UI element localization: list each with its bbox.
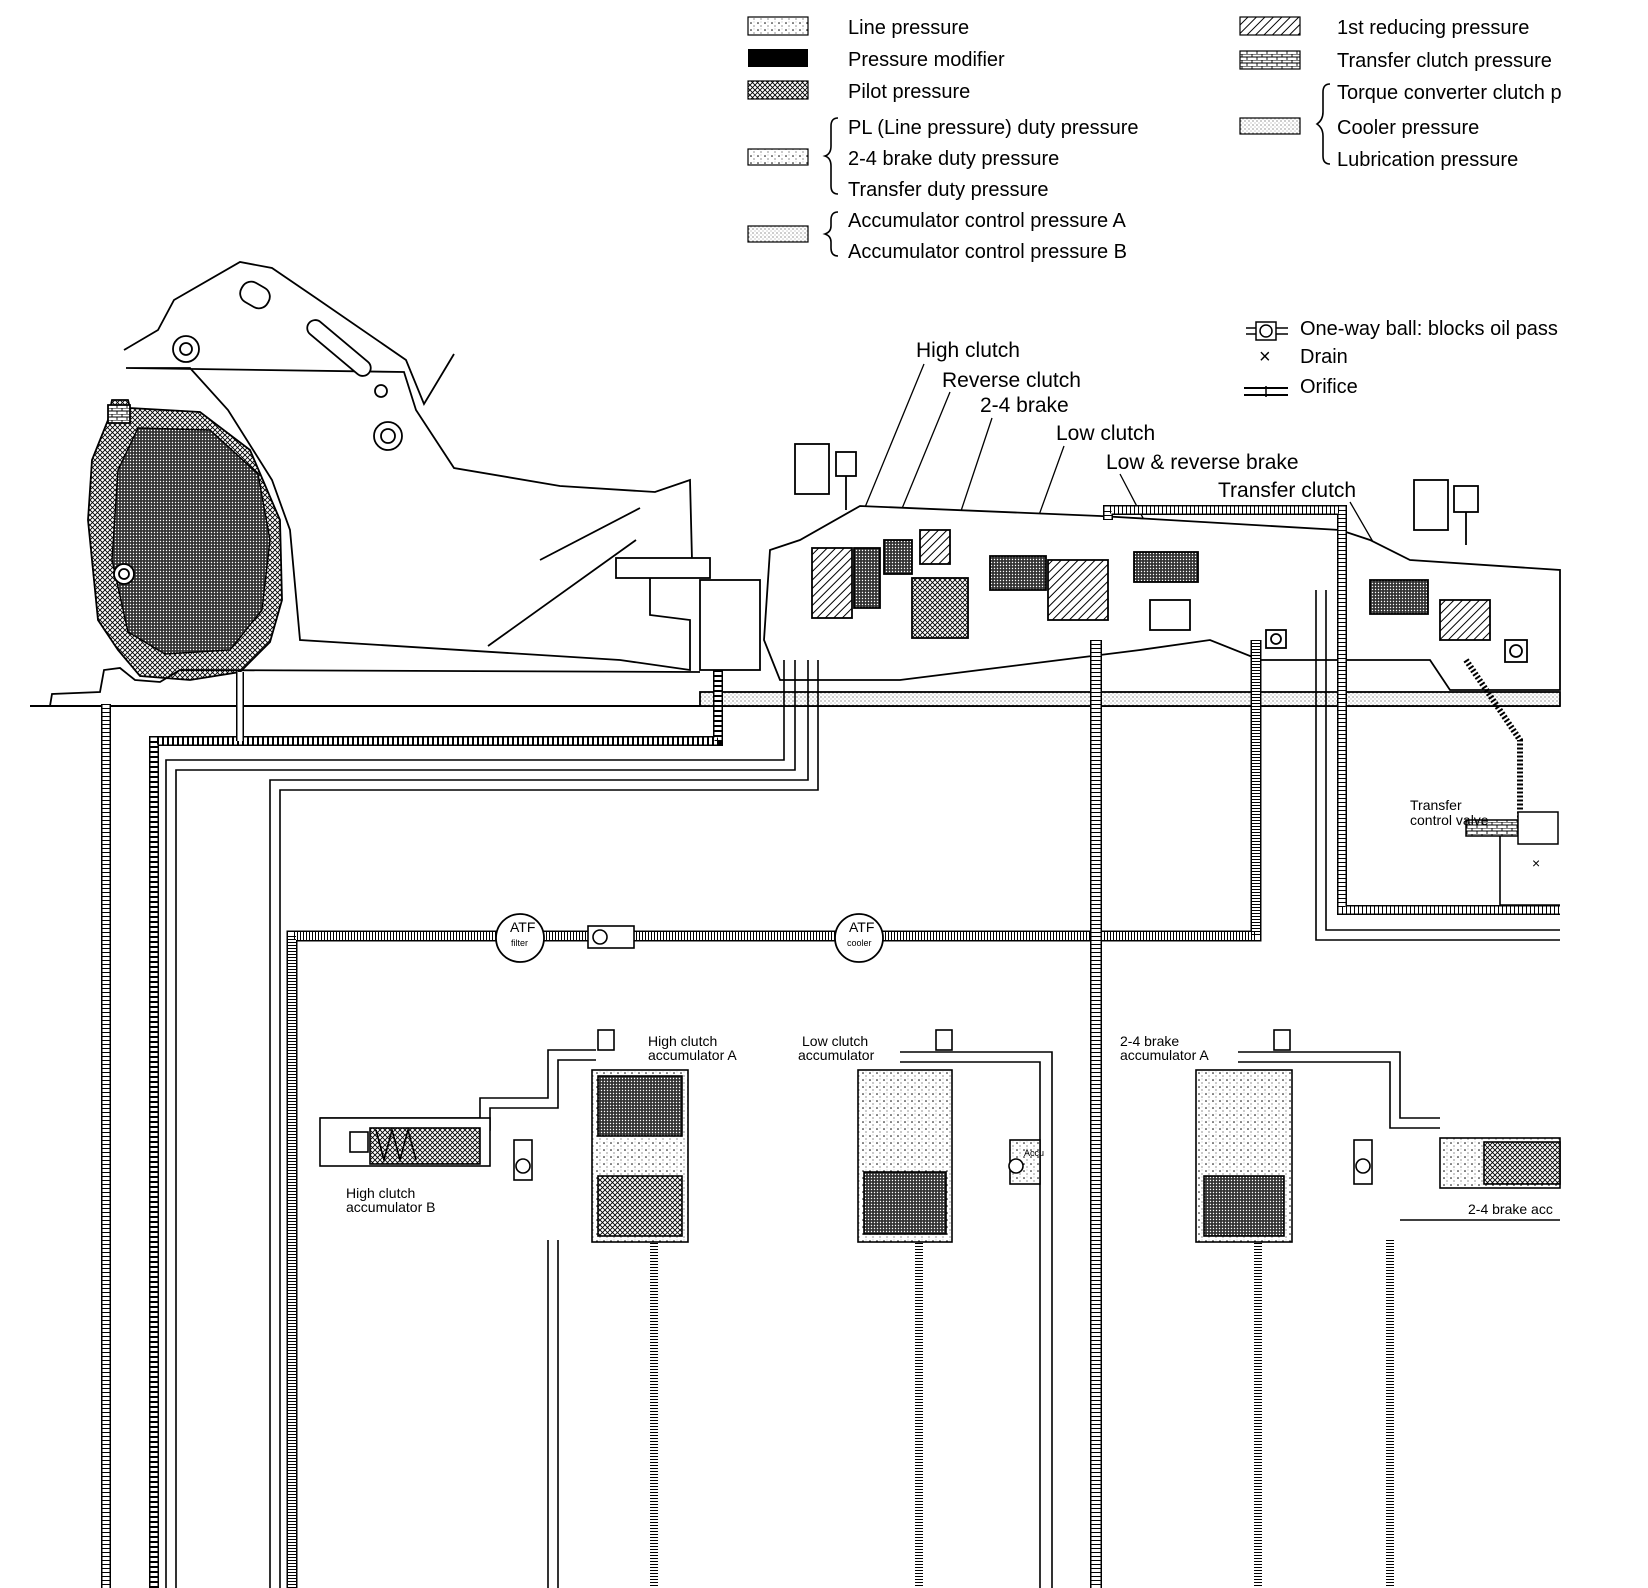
drain-icon: × [1259, 346, 1271, 368]
high-clutch-plates [811, 547, 881, 619]
accumulators [319, 1029, 1561, 1243]
cooler-brace [1315, 83, 1331, 165]
label-2-4-brake: 2-4 brake [980, 394, 1069, 417]
clutch-pack-housing [763, 505, 1561, 691]
brake-24-accumulator-a [1195, 1029, 1293, 1243]
drain-mark-valve: × [1532, 855, 1540, 871]
one-way-ball-icon [1246, 321, 1288, 341]
legend-accumulator-b: Accumulator control pressure B [848, 241, 1127, 263]
atf-cooler-label-2: cooler [847, 938, 872, 948]
b24-acc-a-label-1: 2-4 brake [1120, 1033, 1179, 1049]
high-clutch-acc-b-check [513, 1139, 533, 1181]
legend-2-4-brake-duty: 2-4 brake duty pressure [848, 148, 1059, 170]
legend-1st-reducing: 1st reducing pressure [1337, 17, 1529, 39]
legend-transfer-duty: Transfer duty pressure [848, 179, 1048, 201]
reverse-clutch-plates [883, 539, 913, 575]
orifice-icon [1244, 386, 1288, 397]
hc-acc-a-label-2: accumulator A [648, 1047, 737, 1063]
transfer-valve-label-2: control valve [1410, 812, 1489, 828]
brake-24-plates [911, 529, 969, 639]
label-reverse-clutch: Reverse clutch [942, 369, 1081, 392]
lc-acc-label-1: Low clutch [802, 1033, 868, 1049]
one-way-ball-check [587, 925, 635, 949]
legend-cooler: Cooler pressure [1337, 117, 1479, 139]
accumulator-control-swatch [747, 225, 809, 243]
legend-pressure-modifier: Pressure modifier [848, 49, 1005, 71]
high-clutch-accumulator-a [591, 1029, 689, 1243]
transfer-control-valve: × [1465, 811, 1559, 871]
hc-acc-a-label-1: High clutch [648, 1033, 717, 1049]
legend-pl-duty: PL (Line pressure) duty pressure [848, 117, 1139, 139]
one-way-ball-label: One-way ball: blocks oil pass [1300, 318, 1558, 340]
pressure-modifier-swatch [748, 49, 808, 67]
line-pressure-swatch [747, 16, 809, 36]
label-low-reverse-brake: Low & reverse brake [1106, 451, 1299, 474]
orifice-label: Orifice [1300, 376, 1358, 398]
lc-acc-label-2: accumulator [798, 1047, 875, 1063]
atf-cooler [834, 913, 884, 963]
legend-transfer-clutch-pressure: Transfer clutch pressure [1337, 50, 1552, 72]
hc-acc-b-label-1: High clutch [346, 1185, 415, 1201]
low-clutch-accumulator [857, 1029, 953, 1243]
pressure-legend: Line pressure Pressure modifier Pilot pr… [747, 16, 1562, 263]
legend-torque-converter: Torque converter clutch p [1337, 82, 1562, 104]
transfer-clutch-plates [1369, 579, 1491, 641]
low-clutch-check [1008, 1139, 1041, 1185]
legend-pilot-pressure: Pilot pressure [848, 81, 970, 103]
atf-cooler-label-1: ATF [849, 919, 874, 935]
duty-pressure-brace [822, 117, 839, 195]
fluid-passages [101, 505, 1560, 1588]
label-low-clutch: Low clutch [1056, 422, 1155, 445]
high-clutch-accumulator-b [319, 1117, 491, 1167]
atf-filter-label-1: ATF [510, 919, 535, 935]
atf-filter [495, 913, 545, 963]
b24-acc-a-label-2: accumulator A [1120, 1047, 1209, 1063]
low-reverse-brake-plates [1133, 551, 1199, 631]
brake-24-accumulator-b [1439, 1137, 1561, 1189]
low-clutch-plates [989, 555, 1109, 621]
label-transfer-clutch: Transfer clutch [1218, 479, 1356, 502]
hc-acc-b-label-2: accumulator B [346, 1199, 435, 1215]
duty-pressure-swatch [747, 148, 809, 166]
symbol-key: One-way ball: blocks oil pass × Drain Or… [1244, 318, 1558, 398]
converter-housing [123, 261, 693, 672]
legend-lubrication: Lubrication pressure [1337, 149, 1518, 171]
b24-acc-b-label: 2-4 brake acc [1468, 1201, 1553, 1217]
cooler-loop [286, 640, 1262, 1588]
legend-line-pressure: Line pressure [848, 17, 969, 39]
transfer-clutch-swatch [1239, 50, 1301, 70]
legend-accumulator-a: Accumulator control pressure A [848, 210, 1127, 232]
transmission-cross-section [30, 261, 1561, 707]
atf-filter-label-2: filter [511, 938, 528, 948]
accum-tag: Accu [1024, 1148, 1044, 1158]
pilot-pressure-swatch [747, 80, 809, 100]
first-reducing-swatch [1239, 16, 1301, 36]
label-high-clutch: High clutch [916, 339, 1020, 362]
transfer-valve-label-1: Transfer [1410, 797, 1462, 813]
accumulator-brace [822, 211, 839, 257]
cooler-swatch [1239, 117, 1301, 135]
brake-24-check [1353, 1139, 1373, 1185]
main-shaft-band [699, 691, 1561, 707]
drain-label: Drain [1300, 346, 1348, 368]
